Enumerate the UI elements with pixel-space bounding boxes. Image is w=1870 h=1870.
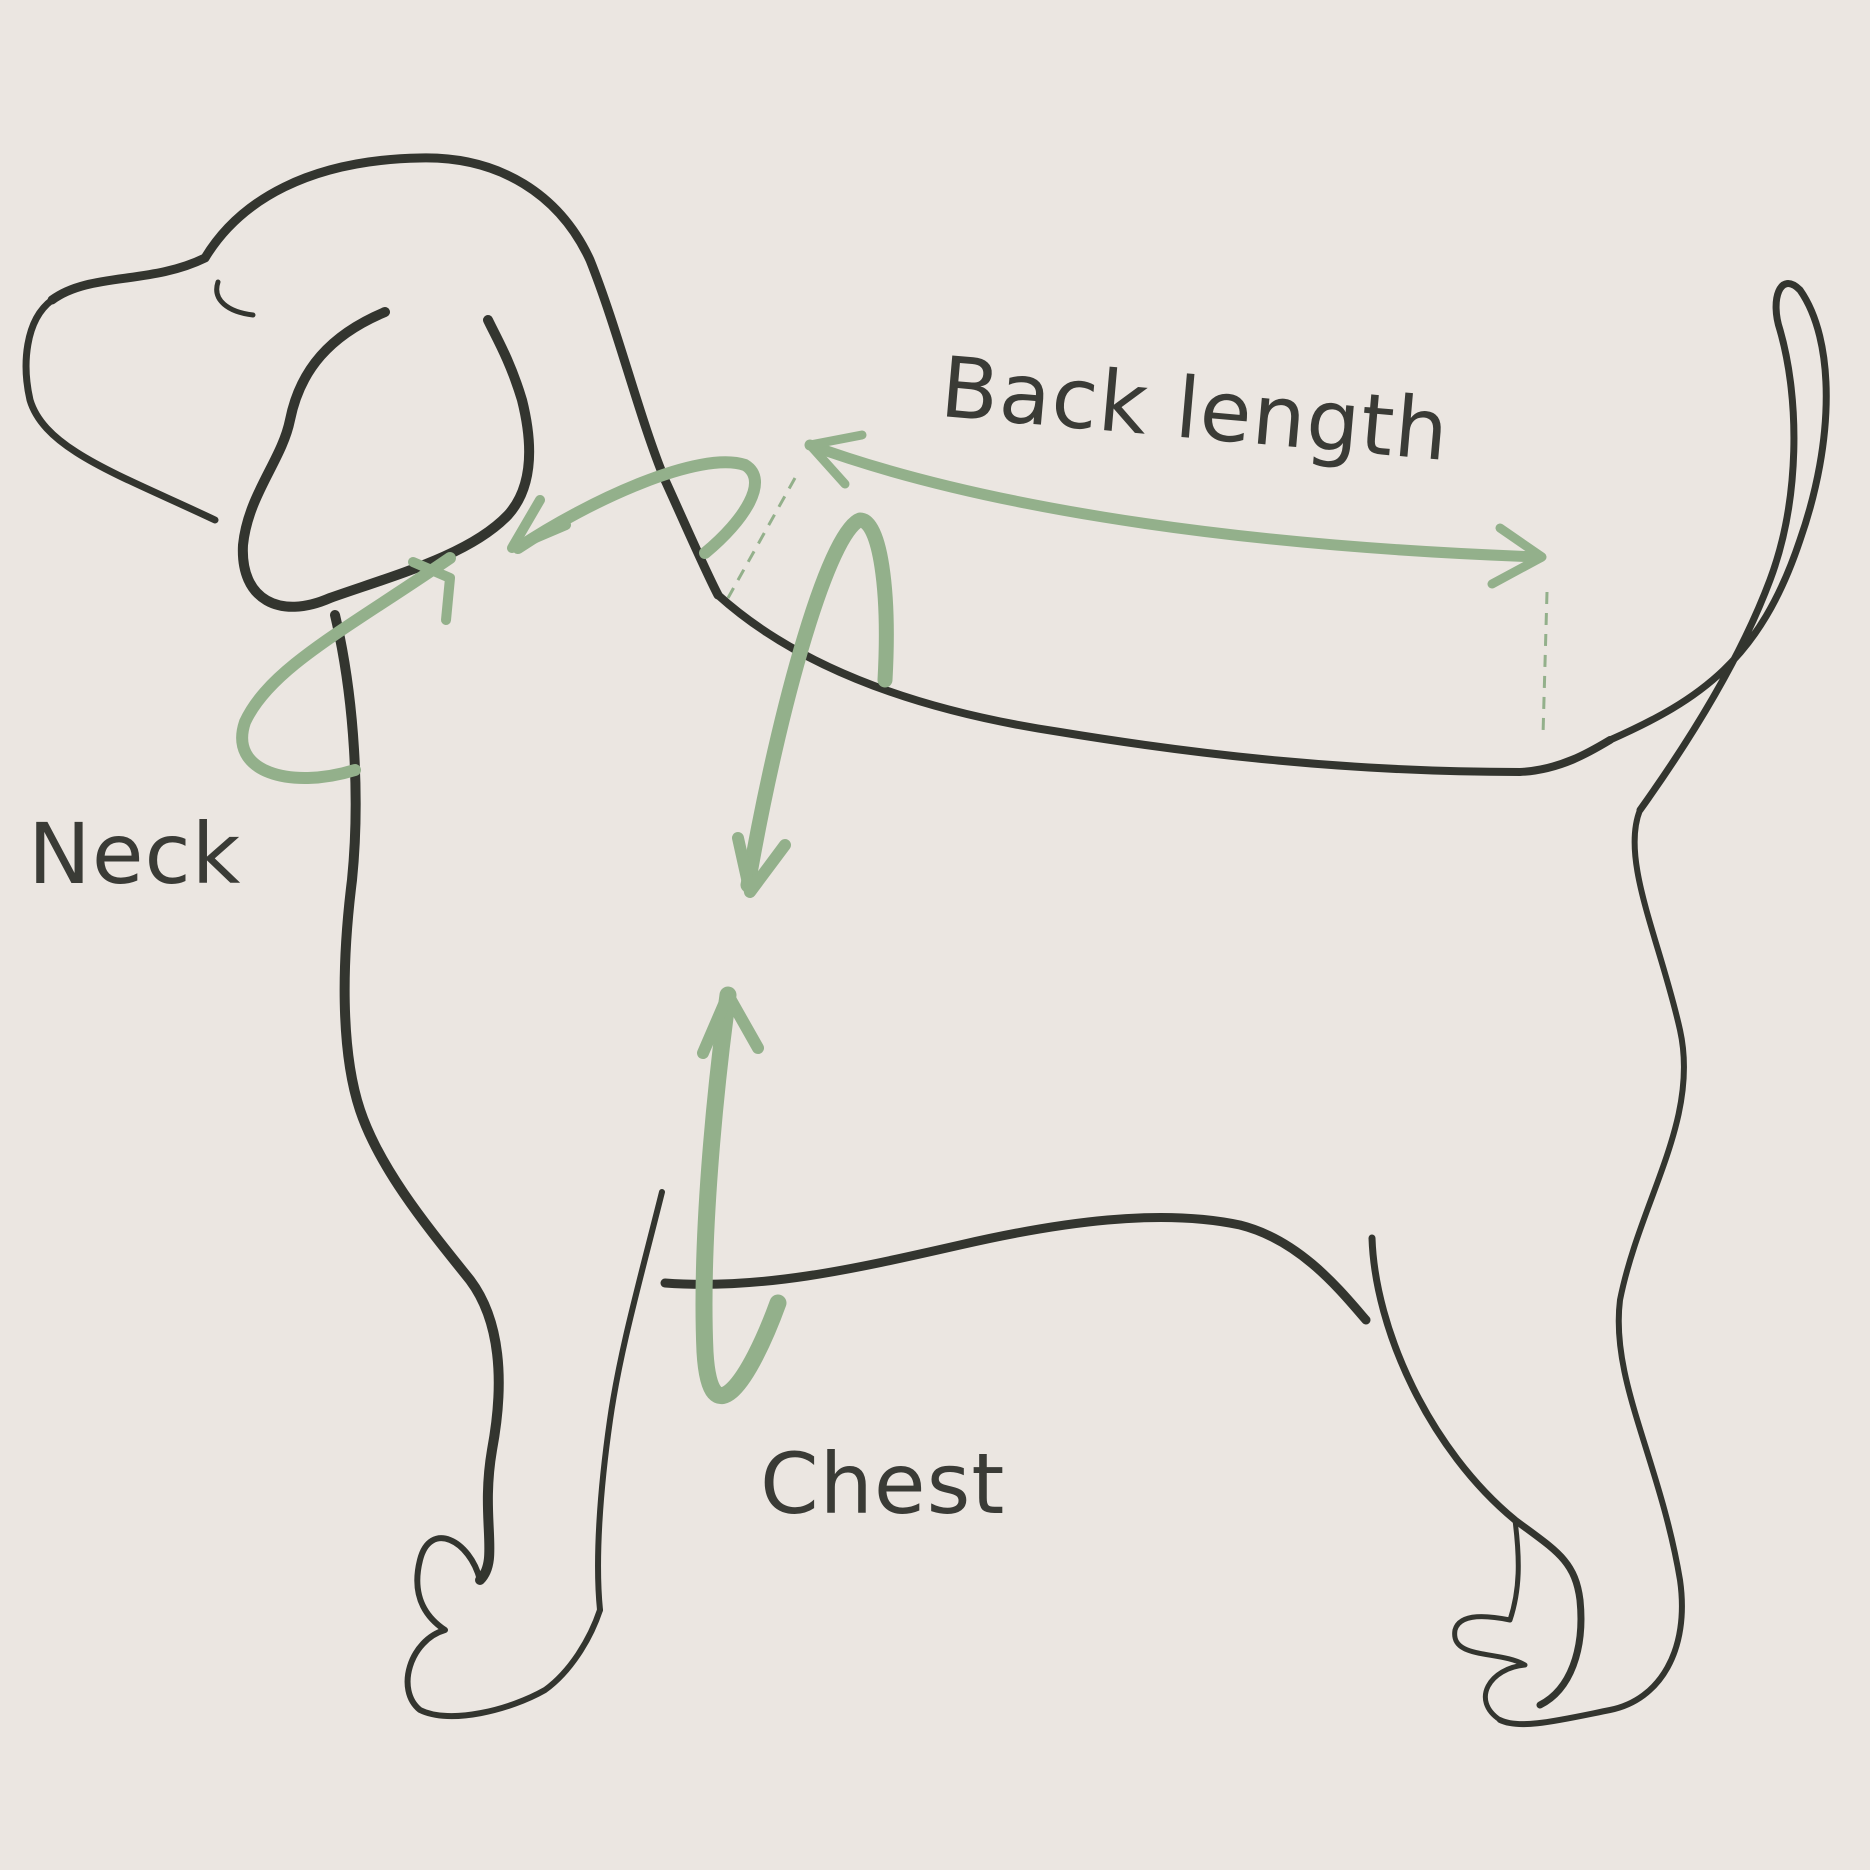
dog-jaw-outline xyxy=(22,296,219,524)
chest-arrow-upper xyxy=(740,512,894,893)
back-length-arrow-shaft xyxy=(804,439,1546,563)
measurement-arrows xyxy=(236,430,1549,1404)
dog-head-outline xyxy=(47,153,723,600)
dog-eye xyxy=(214,279,256,318)
back-length-arrowhead-right xyxy=(1487,523,1547,589)
dog-silhouette-icon xyxy=(22,153,1830,1728)
chest-arrowhead-up xyxy=(697,989,764,1059)
double-headed-arrow-icon xyxy=(726,430,1549,736)
neck-arrow-loop xyxy=(236,552,456,784)
dog-ear-outline xyxy=(237,307,535,612)
circular-arrow-icon xyxy=(695,512,894,1404)
dog-tail-outline xyxy=(1606,280,1830,814)
dog-belly-outline xyxy=(660,1212,1371,1325)
neck-label: Neck xyxy=(28,805,242,903)
chest-arrowhead-down xyxy=(732,832,791,898)
dog-front-leg-back xyxy=(595,1189,665,1613)
neck-arrowhead-bottom xyxy=(408,557,455,625)
back-length-arrowhead-left xyxy=(805,430,867,489)
dog-hind-leg-rear xyxy=(1497,807,1687,1728)
dog-chest-outline xyxy=(330,610,504,1585)
circular-arrow-icon xyxy=(236,456,761,784)
back-length-guide-end xyxy=(1541,591,1549,736)
back-length-guide-start xyxy=(726,477,797,599)
chest-label: Chest xyxy=(760,1435,1006,1533)
neck-arrowhead-top xyxy=(507,495,571,553)
neck-arrow-back xyxy=(512,456,761,559)
dog-back-outline xyxy=(714,591,1614,776)
dog-hind-leg-front xyxy=(1368,1234,1585,1709)
dog-hind-paw xyxy=(1452,1517,1528,1723)
dog-front-paw-back xyxy=(404,1535,603,1720)
chest-arrow-lower xyxy=(695,986,787,1404)
